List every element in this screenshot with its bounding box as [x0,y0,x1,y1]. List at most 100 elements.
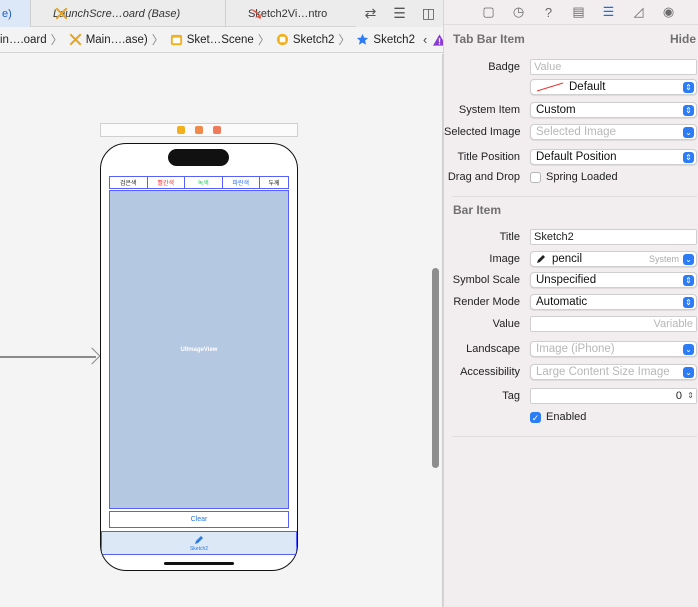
identity-inspector-icon[interactable]: ▤ [572,4,585,19]
segment-black[interactable]: 검은색 [110,177,148,188]
file-inspector-icon[interactable]: ▢ [482,4,495,19]
breadcrumb-tab-bar-item[interactable]: Sketch2 [350,27,415,52]
stepper-icon[interactable]: ⇕ [687,391,694,400]
breadcrumb-project[interactable]: in….oard 〉 [0,27,63,52]
checkbox-checked-icon[interactable]: ✓ [530,411,541,423]
value-placeholder: Variable [653,318,693,330]
swift-icon [249,9,261,20]
title-position-label: Title Position [457,151,520,163]
chevron-left-icon[interactable]: ‹ [422,32,428,47]
home-indicator [164,562,234,565]
warning-icon[interactable] [433,33,443,46]
pencil-icon [195,535,203,544]
accessibility-label: Accessibility [460,366,520,378]
jump-bar: in….oard 〉 Main….ase) 〉 Sket…Scene 〉 Ske… [0,27,443,53]
tab-label: LaunchScre…oard (Base) [53,7,181,20]
section-divider [452,436,697,437]
segment-blue[interactable]: 파란색 [223,177,260,188]
help-inspector-icon[interactable]: ? [544,4,553,20]
system-item-value: Custom [536,104,576,116]
tab-launchscreen[interactable]: LaunchScre…oard (Base) [30,0,225,27]
connections-inspector-icon[interactable]: ◉ [662,4,675,19]
section-header-tab-bar-item: Tab Bar Item [453,32,525,46]
hide-section-button[interactable]: Hide [669,32,696,46]
segment-thickness[interactable]: 두께 [268,181,280,187]
landscape-label: Landscape [466,343,520,355]
phone-tab-bar-item[interactable]: Sketch2 [101,531,297,555]
image-combo[interactable]: pencil System ⌄ [530,251,697,267]
checkbox-unchecked-icon[interactable] [530,171,541,183]
jumpbar-controls: ‹ [423,32,443,47]
size-inspector-icon[interactable]: ◿ [633,4,644,19]
tab-main-storyboard[interactable]: e) [0,0,30,27]
system-item-label: System Item [458,104,520,116]
value-input[interactable]: Variable [530,316,697,332]
value-label: Value [492,318,520,330]
breadcrumb-scene[interactable]: Sket…Scene 〉 [164,27,270,52]
drag-drop-row: Drag and Drop Spring Loaded [444,168,698,186]
segment-green[interactable]: 녹색 [185,177,223,188]
split-editor-icon[interactable]: ◫ [421,5,436,21]
tag-value: 0 [675,390,682,402]
spring-loaded-checkbox[interactable]: Spring Loaded [530,171,618,183]
related-items-icon[interactable]: ⇄ [364,5,377,21]
default-color-swatch-icon [536,82,564,92]
canvas-scrollbar[interactable] [432,268,439,468]
breadcrumb-storyboard[interactable]: Main….ase) 〉 [63,27,164,52]
attributes-inspector-icon[interactable]: ☰ [602,4,615,19]
system-item-popup[interactable]: Custom ⇕ [530,102,697,118]
image-system-badge: System [648,254,679,264]
first-responder-icon[interactable] [195,126,203,134]
badge-color-popup[interactable]: Default ⇕ [530,79,697,95]
title-input[interactable]: Sketch2 [530,229,697,245]
selected-image-combo[interactable]: Selected Image⌄ [530,124,697,140]
adjust-editor-icon[interactable]: ☰ [393,5,406,21]
color-segmented-control[interactable]: 검은색 빨간색 녹색 파란색 두께 [109,176,289,189]
accessibility-placeholder: Large Content Size Image [536,366,670,378]
badge-color-row: Default ⇕ [444,78,698,96]
chevron-up-down-icon: ⇕ [683,275,694,286]
storyboard-icon [69,33,81,46]
segue-arrow-icon [83,347,101,365]
landscape-placeholder: Image (iPhone) [536,343,615,355]
breadcrumb-view-controller[interactable]: Sketch2 〉 [270,27,350,52]
landscape-combo[interactable]: Image (iPhone)⌄ [530,341,697,357]
clear-button[interactable]: Clear [109,511,289,528]
image-view-label: UIImageView [180,346,218,353]
scene-dock[interactable] [100,123,298,137]
history-inspector-icon[interactable]: ◷ [512,4,525,19]
badge-label: Badge [488,61,520,73]
title-position-value: Default Position [536,151,617,163]
accessibility-row: Accessibility Large Content Size Image ⌄ [444,363,698,381]
chevron-right-icon: 〉 [50,33,63,47]
value-row: Value Variable [444,315,698,333]
inspector-tabs: ▢ ◷ ? ▤ ☰ ◿ ◉ [444,0,698,25]
exit-icon[interactable] [213,126,221,134]
chevron-down-icon: ⌄ [683,254,694,265]
accessibility-combo[interactable]: Large Content Size Image ⌄ [530,364,697,380]
tab-sketch2-view-controller[interactable]: Sketch2Vi…ntro [225,0,355,27]
title-position-row: Title Position Default Position⇕ [444,148,698,166]
symbol-scale-label: Symbol Scale [452,274,520,286]
storyboard-canvas[interactable]: 검은색 빨간색 녹색 파란색 두께 UIImageView Clear Sket… [0,54,443,607]
chevron-down-icon: ⌄ [683,367,694,378]
title-position-popup[interactable]: Default Position⇕ [530,149,697,165]
tag-label: Tag [502,390,520,402]
render-mode-popup[interactable]: Automatic⇕ [530,294,697,310]
view-controller-icon [276,33,288,46]
tab-item-label: Sketch2 [189,545,209,552]
enabled-checkbox[interactable]: ✓ Enabled [530,411,586,423]
breadcrumb-label: Sket…Scene [186,33,254,46]
badge-input[interactable]: Value [530,59,697,75]
segment-red[interactable]: 빨간색 [148,177,185,188]
breadcrumb-label: in….oard [0,33,47,46]
enabled-label: Enabled [546,411,587,423]
title-label: Title [499,231,520,243]
tag-input[interactable]: 0 ⇕ [530,388,697,404]
symbol-scale-popup[interactable]: Unspecified⇕ [530,272,697,288]
tab-label: e) [2,7,12,20]
system-item-row: System Item Custom ⇕ [444,101,698,119]
chevron-up-down-icon: ⇕ [683,105,694,116]
image-view[interactable]: UIImageView [109,190,289,509]
view-controller-icon[interactable] [177,126,185,134]
